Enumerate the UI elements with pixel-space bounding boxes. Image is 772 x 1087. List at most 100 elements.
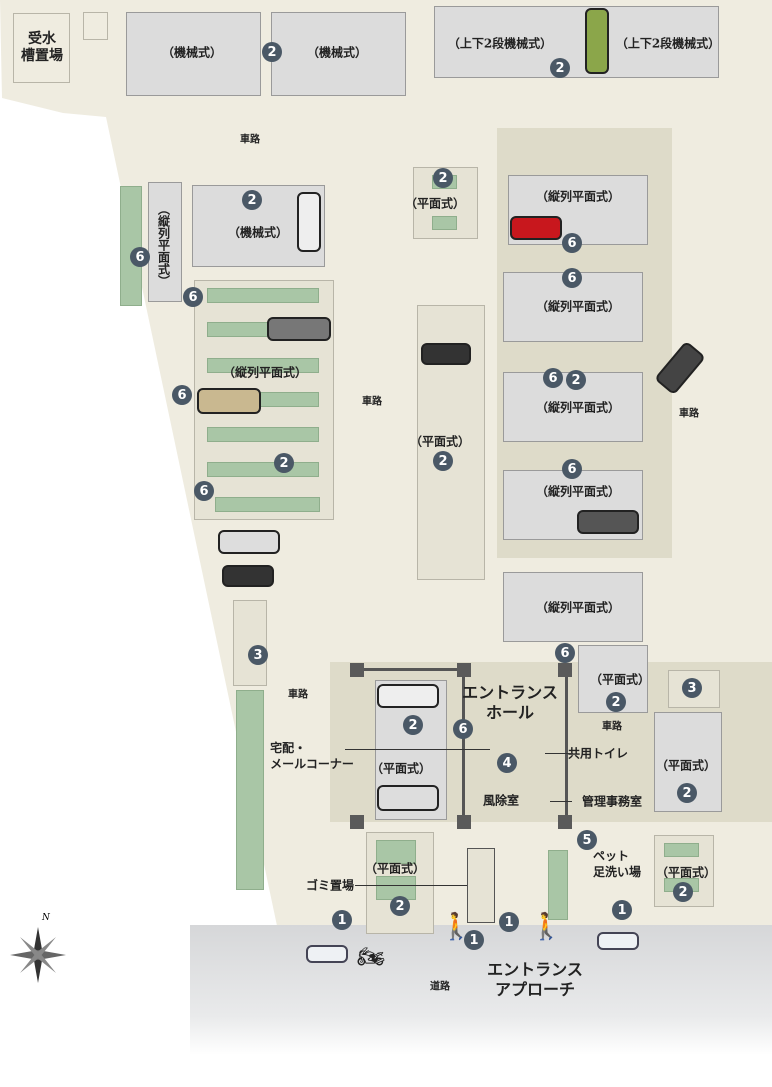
parking-tandem [503,572,643,642]
green-area [548,850,568,920]
column [457,815,471,829]
car-icon [222,565,274,587]
car-icon [197,388,261,414]
water-tank-area [13,13,70,83]
parking-space [207,427,319,442]
badge: 6 [562,268,582,288]
pedestrian-icon: 🚶 [530,912,563,942]
compass-icon [10,927,66,983]
parking-type-label: （平面式） [370,761,432,776]
car-icon [297,192,321,252]
badge: 5 [577,830,597,850]
parking-type-label: （縦列平面式） [535,484,621,499]
badge: 2 [390,896,410,916]
badge: 6 [562,233,582,253]
badge: 6 [543,368,563,388]
column [558,815,572,829]
pet-footwash-label: ペット 足洗い場 [592,849,642,879]
driveway-label: 車路 [240,134,260,146]
driveway-label: 車路 [679,408,699,420]
garbage-room [467,848,495,923]
badge: 1 [332,910,352,930]
driveway-label: 車路 [602,721,622,733]
parking-space [207,288,319,303]
parking-space [233,600,267,686]
parking-space [376,840,416,864]
windbreak-room-label: 風除室 [482,793,520,808]
badge: 2 [606,692,626,712]
badge: 2 [566,370,586,390]
car-icon [306,945,348,963]
badge: 3 [682,678,702,698]
car-icon [585,8,609,74]
parking-type-label: （機械式） [227,225,289,240]
parking-type-label: （平面式） [404,196,466,211]
column [350,663,364,677]
car-icon [510,216,562,240]
badge: 2 [242,190,262,210]
parking-mechanical [126,12,261,96]
badge: 3 [248,645,268,665]
parking-type-label: （上下2段機械式） [615,36,721,51]
water-tank-label: 受水 槽置場 [21,31,63,64]
parking-type-label: （縦列平面式） [535,600,621,615]
badge: 2 [433,451,453,471]
green-area [236,690,264,890]
driveway-label: 車路 [362,396,382,408]
car-icon [377,684,439,708]
parking-space [207,462,319,477]
badge: 1 [464,930,484,950]
car-icon [421,343,471,365]
badge: 6 [555,643,575,663]
badge: 6 [172,385,192,405]
car-icon [218,530,280,554]
parking-type-label: （縦列平面式） [535,299,621,314]
leader-line [550,801,572,802]
wall [565,668,568,823]
badge: 2 [673,882,693,902]
parking-type-label: （平面式） [589,672,651,687]
badge: 2 [262,42,282,62]
leader-line [355,885,475,886]
parking-tandem [148,182,182,302]
leader-line [345,749,490,750]
parking-type-label: （縦列平面式） [222,365,308,380]
parking-space [664,843,699,857]
north-label: N [42,913,50,923]
structure [83,12,108,40]
parking-space [207,358,319,373]
badge: 1 [499,912,519,932]
column [457,663,471,677]
wall [350,668,470,671]
entrance-approach-label: エントランス アプローチ [487,960,583,999]
badge: 2 [433,168,453,188]
badge: 6 [183,287,203,307]
parking-space [215,497,320,512]
badge: 6 [130,247,150,267]
parking-space [432,216,457,230]
parking-type-label: （縦列平面式） [535,189,621,204]
car-icon [597,932,639,950]
management-office-label: 管理事務室 [581,794,643,809]
parking-type-label: （機械式） [306,45,368,60]
garbage-area-label: ゴミ置場 [305,878,355,893]
green-area [120,186,142,306]
parking-type-label: （平面式） [655,758,717,773]
parking-type-label: （平面式） [364,861,426,876]
badge: 1 [612,900,632,920]
badge: 6 [194,481,214,501]
car-icon [377,785,439,811]
leader-line [545,753,573,754]
car-icon [577,510,639,534]
badge: 2 [677,783,697,803]
parking-type-label: （上下2段機械式） [447,36,553,51]
parking-two-tier [434,6,719,78]
badge: 2 [550,58,570,78]
parking-type-label: （縦列平面式） [156,203,171,287]
parking-mechanical [271,12,406,96]
toilet-label: 共用トイレ [567,746,629,761]
motorcycle-icon: 🏍 [357,945,385,970]
driveway-label: 車路 [288,689,308,701]
parking-type-label: （平面式） [409,434,471,449]
delivery-corner-label: 宅配・ メールコーナー [270,741,354,771]
